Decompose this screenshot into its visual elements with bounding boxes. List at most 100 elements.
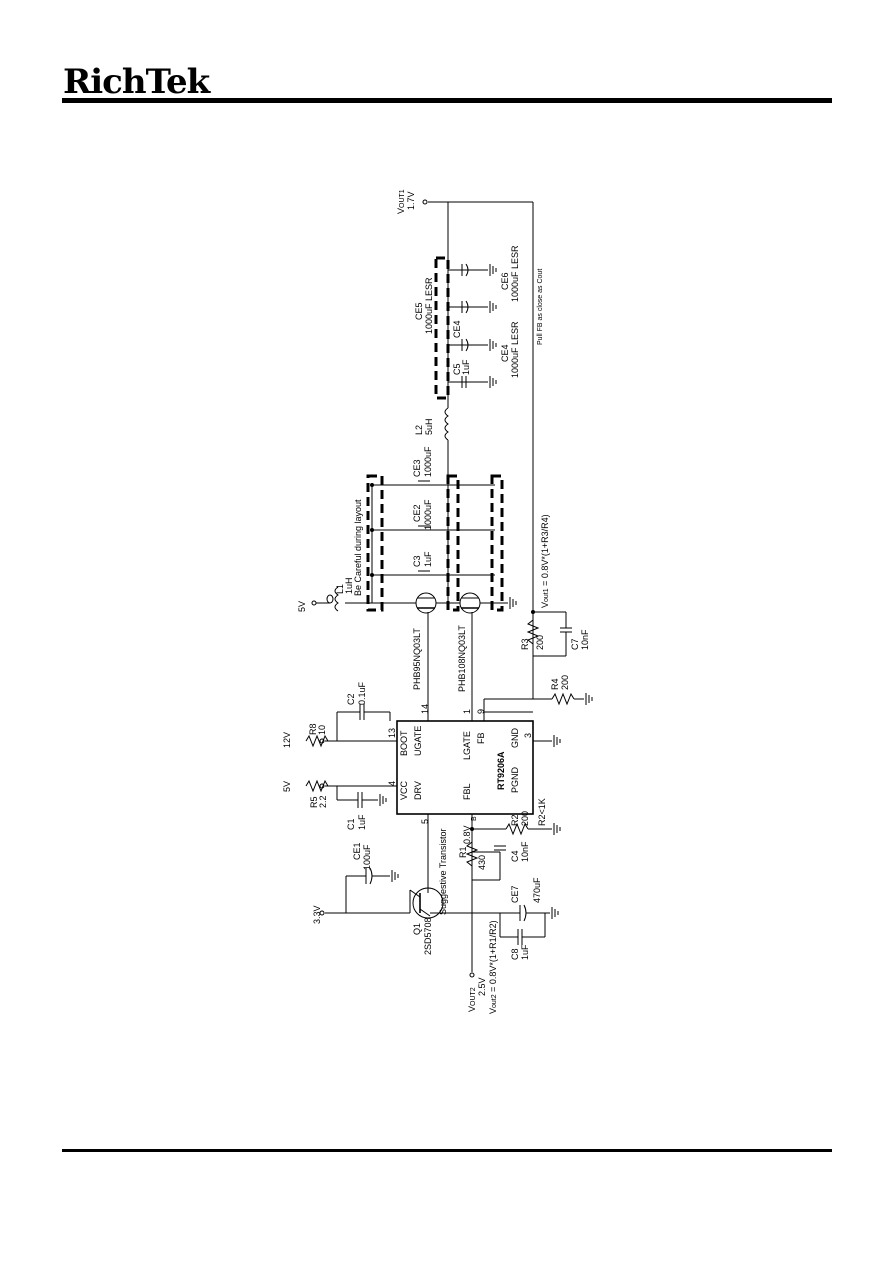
vout1-feedback: R3 200 C7 10nF R4 200 Vout1 = 0.8V*(1+R3… <box>520 514 593 706</box>
ic-pin-labels: BOOT UGATE VCC DRV LGATE FB GND PGND FBL… <box>399 726 520 800</box>
l1-value: 1uH <box>344 577 354 594</box>
vout2-value: 2.5V <box>477 977 487 996</box>
c2-ref: C2 <box>346 693 356 705</box>
fb-note: Pull FB as close as Cout <box>537 269 544 345</box>
c3-value: 1uF <box>423 551 433 567</box>
c1-value: 1uF <box>357 814 367 830</box>
boot-network: 12V R8 10 C2 0.1uF <box>282 681 397 748</box>
pin-drv-label: DRV <box>413 781 423 800</box>
q-low-ref: PHB108NQ03LT <box>457 625 467 692</box>
pin-lgate-label: LGATE <box>462 731 472 760</box>
vcc-network: 5V R5 2.2 C1 1uF <box>282 779 397 830</box>
ce4-value: 1000uF LESR <box>510 321 520 378</box>
ce3-ref: CE3 <box>412 459 422 477</box>
vout2-label: VOUT2 <box>467 987 477 1012</box>
r3-ref: R3 <box>520 638 530 650</box>
c3-ref: C3 <box>412 555 422 567</box>
pin-3: 3 <box>523 733 533 738</box>
ce2-ref: CE2 <box>412 504 422 522</box>
q-high-ref: PHB95NQ03LT <box>412 628 422 690</box>
ce5-value: 1000uF LESR <box>424 277 434 334</box>
r8-value: 10 <box>317 725 327 735</box>
q-high-mosfet <box>415 592 437 614</box>
pin-gnd-label: GND <box>510 728 520 749</box>
supply-5v-vcc: 5V <box>282 781 292 792</box>
ce7-value: 470uF <box>532 877 542 903</box>
c1-ref: C1 <box>346 818 356 830</box>
pin-1: 1 <box>462 709 472 714</box>
pin-9: 9 <box>476 709 486 714</box>
pin-fb-label: FB <box>476 732 486 744</box>
ic-part-label: RT9206A <box>496 751 506 790</box>
q-low-mosfet <box>459 592 481 614</box>
c4-ref: C4 <box>510 850 520 862</box>
ce1-value: 100uF <box>362 844 372 870</box>
q1-ref: Q1 <box>412 923 422 935</box>
pin-pgnd-label: PGND <box>510 766 520 793</box>
vout2-network: 0.8V B R1 430 C4 10nF R2 200 R2<1K CE7 4… <box>458 798 561 1014</box>
pin-14: 14 <box>420 704 430 714</box>
header-rule <box>62 98 832 103</box>
r2-note: R2<1K <box>537 798 547 826</box>
vout1-formula: Vout1 = 0.8V*(1+R3/R4) <box>540 514 550 608</box>
ce7-ref: CE7 <box>510 885 520 903</box>
r2-value: 200 <box>520 811 530 826</box>
vout2-formula: Vout2 = 0.8V*(1+R1/R2) <box>488 920 498 1014</box>
input-caps: C3 1uF CE2 1000uF CE3 1000uF <box>366 446 504 612</box>
footer-rule <box>62 1149 832 1152</box>
l2-value: 5uH <box>424 418 434 435</box>
c2-value: 0.1uF <box>357 681 367 705</box>
vout1-value: 1.7V <box>406 191 416 210</box>
r2-ref: R2 <box>510 814 520 826</box>
ic-ground <box>532 734 561 776</box>
c7-value: 10nF <box>580 629 590 650</box>
c8-value: 1uF <box>520 944 530 960</box>
ldo-network: 3.3V CE1 100uF Q1 2SD5708 Suggestive Tra… <box>312 814 472 955</box>
r4-value: 200 <box>560 675 570 690</box>
input-network: 5V L1 1uH Be Careful during layout <box>297 499 363 612</box>
ce4-ref: CE4 <box>500 344 510 362</box>
q1-value: 2SD5708 <box>423 917 433 955</box>
supply-12v: 12V <box>282 732 292 748</box>
vout1-label: VOUT1 <box>396 189 406 214</box>
q1-note: Suggestive Transistor <box>438 828 448 915</box>
r1-value: 430 <box>477 855 487 870</box>
ce3-value: 1000uF <box>423 446 433 477</box>
ce6-value: 1000uF LESR <box>510 245 520 302</box>
ce6-ref: CE6 <box>500 272 510 290</box>
supply-5v-in: 5V <box>297 601 307 612</box>
output-network: L2 5uH C5 1uF CE4 CE4 1000uF LESR CE6 10… <box>396 189 544 612</box>
c5-ref: C5 <box>452 363 462 375</box>
richtek-logo: RichTek <box>63 62 210 102</box>
ce4-short: CE4 <box>452 320 462 338</box>
ce2-value: 1000uF <box>423 499 433 530</box>
pin-fbl-label: FBL <box>462 783 472 800</box>
c8-ref: C8 <box>510 948 520 960</box>
vfb-sub: B <box>471 816 478 821</box>
vfb-label: 0.8V <box>462 825 472 844</box>
l2-ref: L2 <box>414 425 424 435</box>
mosfet-network: PHB95NQ03LT PHB108NQ03LT <box>345 560 534 721</box>
r8-ref: R8 <box>308 723 318 735</box>
c5-value: 1uF <box>461 359 471 375</box>
l1-ref: L1 <box>335 584 345 594</box>
c4-value: 10nF <box>520 841 530 862</box>
ce5-ref: CE5 <box>414 302 424 320</box>
c7-ref: C7 <box>570 638 580 650</box>
ce1-ref: CE1 <box>352 842 362 860</box>
pin-vcc-label: VCC <box>399 780 409 800</box>
pin-ugate-label: UGATE <box>413 726 423 756</box>
layout-note: Be Careful during layout <box>353 499 363 596</box>
pin-5: 5 <box>420 819 430 824</box>
r4-ref: R4 <box>550 678 560 690</box>
r5-value: 2.2 <box>318 795 328 808</box>
supply-3v3: 3.3V <box>312 905 322 924</box>
pin-numbers: 13 4 5 14 1 9 3 <box>387 704 533 824</box>
pin-boot-label: BOOT <box>399 730 409 756</box>
r3-value: 200 <box>535 635 545 650</box>
r1-ref: R1 <box>458 846 468 858</box>
pin-13: 13 <box>387 728 397 738</box>
r5-ref: R5 <box>309 796 319 808</box>
pin-4: 4 <box>387 781 397 786</box>
